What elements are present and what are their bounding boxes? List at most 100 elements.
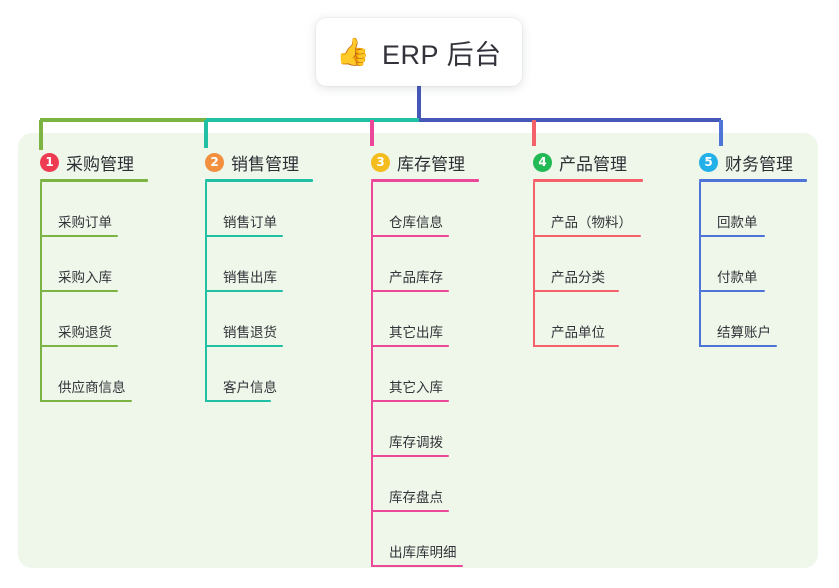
- leaf-item[interactable]: 销售订单: [205, 182, 313, 237]
- leaf-underline: [205, 345, 283, 347]
- leaf-label: 供应商信息: [58, 380, 126, 395]
- branch-badge-5: 5: [699, 152, 718, 172]
- branch-spine-3: [371, 182, 373, 567]
- leaf-item[interactable]: 销售退货: [205, 292, 313, 347]
- branch-label-3: 库存管理: [397, 154, 465, 174]
- leaf-item[interactable]: 仓库信息: [371, 182, 479, 237]
- leaf-label: 库存盘点: [389, 490, 443, 505]
- leaf-underline: [40, 345, 118, 347]
- leaf-item[interactable]: 其它出库: [371, 292, 479, 347]
- branch-badge-3: 3: [371, 152, 390, 172]
- leaf-underline: [371, 290, 449, 292]
- branch-label-5: 财务管理: [725, 154, 793, 174]
- branches-panel: [18, 133, 818, 568]
- leaf-label: 出库库明细: [389, 545, 457, 560]
- root-node[interactable]: 👍 ERP 后台: [316, 18, 522, 86]
- leaf-item[interactable]: 库存盘点: [371, 457, 479, 512]
- leaf-label: 产品（物料）: [551, 215, 632, 230]
- branch-items-1: 采购订单采购入库采购退货供应商信息: [40, 182, 148, 402]
- branch-4: 4 产品管理产品（物料） 产品分类产品单位: [533, 150, 643, 347]
- branch-header-3[interactable]: 3 库存管理: [371, 150, 479, 174]
- branch-label-4: 产品管理: [559, 154, 627, 174]
- thumbs-up-icon: 👍: [336, 36, 371, 68]
- leaf-label: 客户信息: [223, 380, 277, 395]
- leaf-item[interactable]: 出库库明细: [371, 512, 479, 567]
- leaf-item[interactable]: 采购订单: [40, 182, 148, 237]
- leaf-label: 其它出库: [389, 325, 443, 340]
- leaf-underline: [533, 235, 641, 237]
- branch-badge-4: 4: [533, 152, 552, 172]
- leaf-underline: [371, 235, 449, 237]
- leaf-item[interactable]: 产品（物料）: [533, 182, 643, 237]
- leaf-item[interactable]: 客户信息: [205, 347, 313, 402]
- leaf-item[interactable]: 供应商信息: [40, 347, 148, 402]
- branch-badge-1: 1: [40, 152, 59, 172]
- leaf-label: 销售订单: [223, 215, 277, 230]
- leaf-label: 销售出库: [223, 270, 277, 285]
- branch-2: 2 销售管理销售订单销售出库销售退货客户信息: [205, 150, 313, 402]
- leaf-label: 产品库存: [389, 270, 443, 285]
- branch-underline-2: [205, 179, 313, 182]
- branch-badge-2: 2: [205, 152, 224, 172]
- branch-underline-3: [371, 179, 479, 182]
- leaf-label: 销售退货: [223, 325, 277, 340]
- leaf-underline: [533, 345, 619, 347]
- leaf-item[interactable]: 产品库存: [371, 237, 479, 292]
- leaf-label: 产品分类: [551, 270, 605, 285]
- leaf-underline: [40, 235, 118, 237]
- branch-spine-4: [533, 182, 535, 347]
- branch-header-5[interactable]: 5 财务管理: [699, 150, 807, 174]
- leaf-underline: [371, 345, 449, 347]
- leaf-label: 其它入库: [389, 380, 443, 395]
- leaf-underline: [699, 235, 765, 237]
- leaf-label: 付款单: [717, 270, 758, 285]
- branch-spine-5: [699, 182, 701, 347]
- branch-5: 5 财务管理回款单付款单结算账户: [699, 150, 807, 347]
- branch-1: 1 采购管理采购订单采购入库采购退货供应商信息: [40, 150, 148, 402]
- leaf-underline: [371, 455, 449, 457]
- leaf-item[interactable]: 付款单: [699, 237, 807, 292]
- leaf-underline: [205, 400, 271, 402]
- branch-spine-1: [40, 182, 42, 402]
- leaf-underline: [533, 290, 619, 292]
- branch-label-2: 销售管理: [231, 154, 299, 174]
- leaf-item[interactable]: 采购退货: [40, 292, 148, 347]
- branch-header-4[interactable]: 4 产品管理: [533, 150, 643, 174]
- leaf-item[interactable]: 产品单位: [533, 292, 643, 347]
- branch-underline-4: [533, 179, 643, 182]
- branch-header-2[interactable]: 2 销售管理: [205, 150, 313, 174]
- leaf-underline: [371, 400, 449, 402]
- branch-spine-2: [205, 182, 207, 402]
- leaf-underline: [371, 510, 449, 512]
- leaf-label: 回款单: [717, 215, 758, 230]
- leaf-item[interactable]: 产品分类: [533, 237, 643, 292]
- leaf-underline: [371, 565, 463, 567]
- leaf-label: 库存调拨: [389, 435, 443, 450]
- leaf-label: 采购入库: [58, 270, 112, 285]
- branch-3: 3 库存管理仓库信息产品库存其它出库其它入库库存调拨库存盘点出库库明细: [371, 150, 479, 567]
- leaf-label: 仓库信息: [389, 215, 443, 230]
- branch-items-3: 仓库信息产品库存其它出库其它入库库存调拨库存盘点出库库明细: [371, 182, 479, 567]
- leaf-underline: [40, 400, 132, 402]
- branch-items-4: 产品（物料） 产品分类产品单位: [533, 182, 643, 347]
- branch-underline-1: [40, 179, 148, 182]
- root-title: ERP 后台: [382, 39, 502, 70]
- leaf-underline: [205, 235, 283, 237]
- leaf-underline: [699, 345, 777, 347]
- branch-underline-5: [699, 179, 807, 182]
- leaf-item[interactable]: 其它入库: [371, 347, 479, 402]
- branch-items-2: 销售订单销售出库销售退货客户信息: [205, 182, 313, 402]
- leaf-item[interactable]: 库存调拨: [371, 402, 479, 457]
- leaf-item[interactable]: 采购入库: [40, 237, 148, 292]
- leaf-underline: [205, 290, 283, 292]
- leaf-underline: [699, 290, 765, 292]
- leaf-item[interactable]: 销售出库: [205, 237, 313, 292]
- leaf-label: 采购退货: [58, 325, 112, 340]
- branch-items-5: 回款单付款单结算账户: [699, 182, 807, 347]
- leaf-item[interactable]: 回款单: [699, 182, 807, 237]
- leaf-item[interactable]: 结算账户: [699, 292, 807, 347]
- branch-label-1: 采购管理: [66, 154, 134, 174]
- branch-header-1[interactable]: 1 采购管理: [40, 150, 148, 174]
